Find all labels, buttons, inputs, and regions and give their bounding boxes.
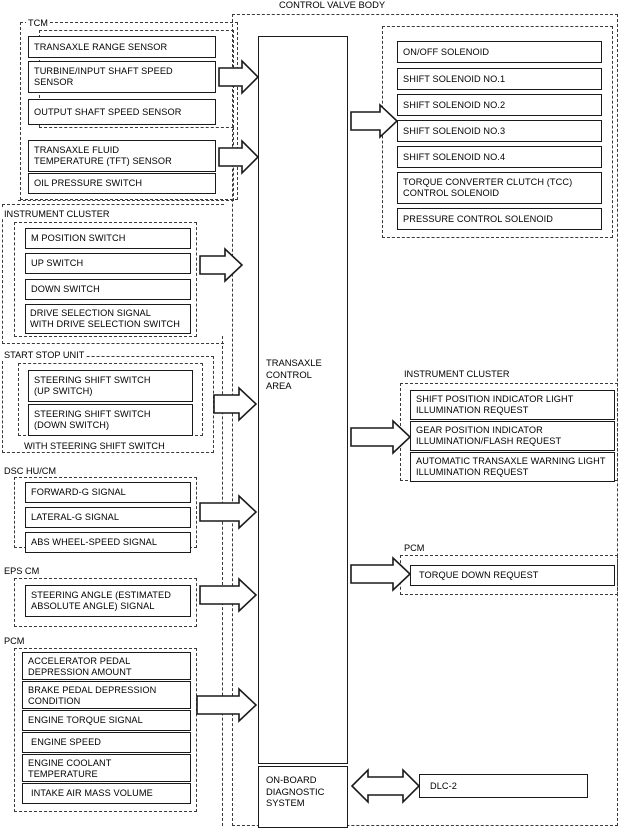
input-accelerator-pedal-depression-amount[interactable]: ACCELERATOR PEDAL DEPRESSION AMOUNT <box>22 652 191 680</box>
on-board-diagnostic-system-box <box>258 766 348 828</box>
output-automatic-transaxle-warning-light-request[interactable]: AUTOMATIC TRANSAXLE WARNING LIGHT ILLUMI… <box>410 452 615 482</box>
group-instrument-cluster-left-outer <box>2 204 224 344</box>
input-steering-angle-signal[interactable]: STEERING ANGLE (ESTIMATED ABSOLUTE ANGLE… <box>25 585 191 617</box>
group-instrument-cluster-left-inner <box>14 222 197 337</box>
output-torque-converter-clutch-control-solenoid[interactable]: TORQUE CONVERTER CLUTCH (TCC) CONTROL SO… <box>397 172 602 204</box>
group-eps-cm <box>14 578 197 627</box>
input-m-position-switch[interactable]: M POSITION SWITCH <box>25 228 191 249</box>
output-shift-solenoid-no3[interactable]: SHIFT SOLENOID NO.3 <box>397 120 602 142</box>
input-output-shaft-speed-sensor[interactable]: OUTPUT SHAFT SPEED SENSOR <box>28 99 216 125</box>
output-torque-down-request[interactable]: TORQUE DOWN REQUEST <box>410 565 615 586</box>
output-dlc-2[interactable]: DLC-2 <box>419 774 588 798</box>
group-eps-cm-label: EPS CM <box>2 566 42 576</box>
output-on-off-solenoid[interactable]: ON/OFF SOLENOID <box>397 41 602 63</box>
group-tcm-label: TCM <box>26 18 50 28</box>
input-transaxle-fluid-temperature-sensor[interactable]: TRANSAXLE FLUID TEMPERATURE (TFT) SENSOR <box>28 140 216 172</box>
separator-line-inner <box>222 336 223 826</box>
group-pcm-left-label: PCM <box>2 636 27 646</box>
transaxle-control-area-label: TRANSAXLE CONTROL AREA <box>266 357 322 392</box>
input-steering-shift-switch-down[interactable]: STEERING SHIFT SWITCH (DOWN SWITCH) <box>28 404 193 436</box>
input-oil-pressure-switch[interactable]: OIL PRESSURE SWITCH <box>28 173 216 194</box>
output-gear-position-indicator-request[interactable]: GEAR POSITION INDICATOR ILLUMINATION/FLA… <box>410 421 615 451</box>
group-start-stop-unit-label: START STOP UNIT <box>2 350 87 360</box>
output-shift-solenoid-no4[interactable]: SHIFT SOLENOID NO.4 <box>397 146 602 168</box>
input-engine-coolant-temperature[interactable]: ENGINE COOLANT TEMPERATURE <box>22 754 191 782</box>
title-control-valve-body: CONTROL VALVE BODY <box>277 0 388 10</box>
input-engine-speed[interactable]: ENGINE SPEED <box>22 732 191 753</box>
input-turbine-input-shaft-speed-sensor[interactable]: TURBINE/INPUT SHAFT SPEED SENSOR <box>28 61 216 93</box>
output-pressure-control-solenoid[interactable]: PRESSURE CONTROL SOLENOID <box>397 208 602 230</box>
output-shift-solenoid-no1[interactable]: SHIFT SOLENOID NO.1 <box>397 68 602 90</box>
input-transaxle-range-sensor[interactable]: TRANSAXLE RANGE SENSOR <box>28 36 216 58</box>
input-up-switch[interactable]: UP SWITCH <box>25 253 191 274</box>
input-abs-wheel-speed-signal[interactable]: ABS WHEEL-SPEED SIGNAL <box>25 532 191 553</box>
on-board-diagnostic-system-label: ON-BOARD DIAGNOSTIC SYSTEM <box>266 774 325 809</box>
output-shift-solenoid-no2[interactable]: SHIFT SOLENOID NO.2 <box>397 94 602 116</box>
group-tcm <box>20 22 238 200</box>
input-intake-air-mass-volume[interactable]: INTAKE AIR MASS VOLUME <box>22 783 191 804</box>
input-down-switch[interactable]: DOWN SWITCH <box>25 279 191 300</box>
input-drive-selection-signal[interactable]: DRIVE SELECTION SIGNAL WITH DRIVE SELECT… <box>25 304 191 334</box>
input-engine-torque-signal[interactable]: ENGINE TORQUE SIGNAL <box>22 710 191 731</box>
label-with-steering-shift-switch: WITH STEERING SHIFT SWITCH <box>22 441 167 451</box>
group-dsc-hu-cm-label: DSC HU/CM <box>2 466 59 476</box>
input-forward-g-signal[interactable]: FORWARD-G SIGNAL <box>25 482 191 503</box>
group-instrument-cluster-right-label: INSTRUMENT CLUSTER <box>402 369 512 379</box>
output-shift-position-indicator-light-request[interactable]: SHIFT POSITION INDICATOR LIGHT ILLUMINAT… <box>410 390 615 420</box>
group-instrument-cluster-left-label: INSTRUMENT CLUSTER <box>2 209 112 219</box>
transaxle-control-area-box <box>258 36 348 764</box>
input-lateral-g-signal[interactable]: LATERAL-G SIGNAL <box>25 507 191 528</box>
input-steering-shift-switch-up[interactable]: STEERING SHIFT SWITCH (UP SWITCH) <box>28 370 193 402</box>
input-brake-pedal-depression-condition[interactable]: BRAKE PEDAL DEPRESSION CONDITION <box>22 681 191 709</box>
group-pcm-right-label: PCM <box>402 543 427 553</box>
group-pcm-left <box>14 648 197 812</box>
